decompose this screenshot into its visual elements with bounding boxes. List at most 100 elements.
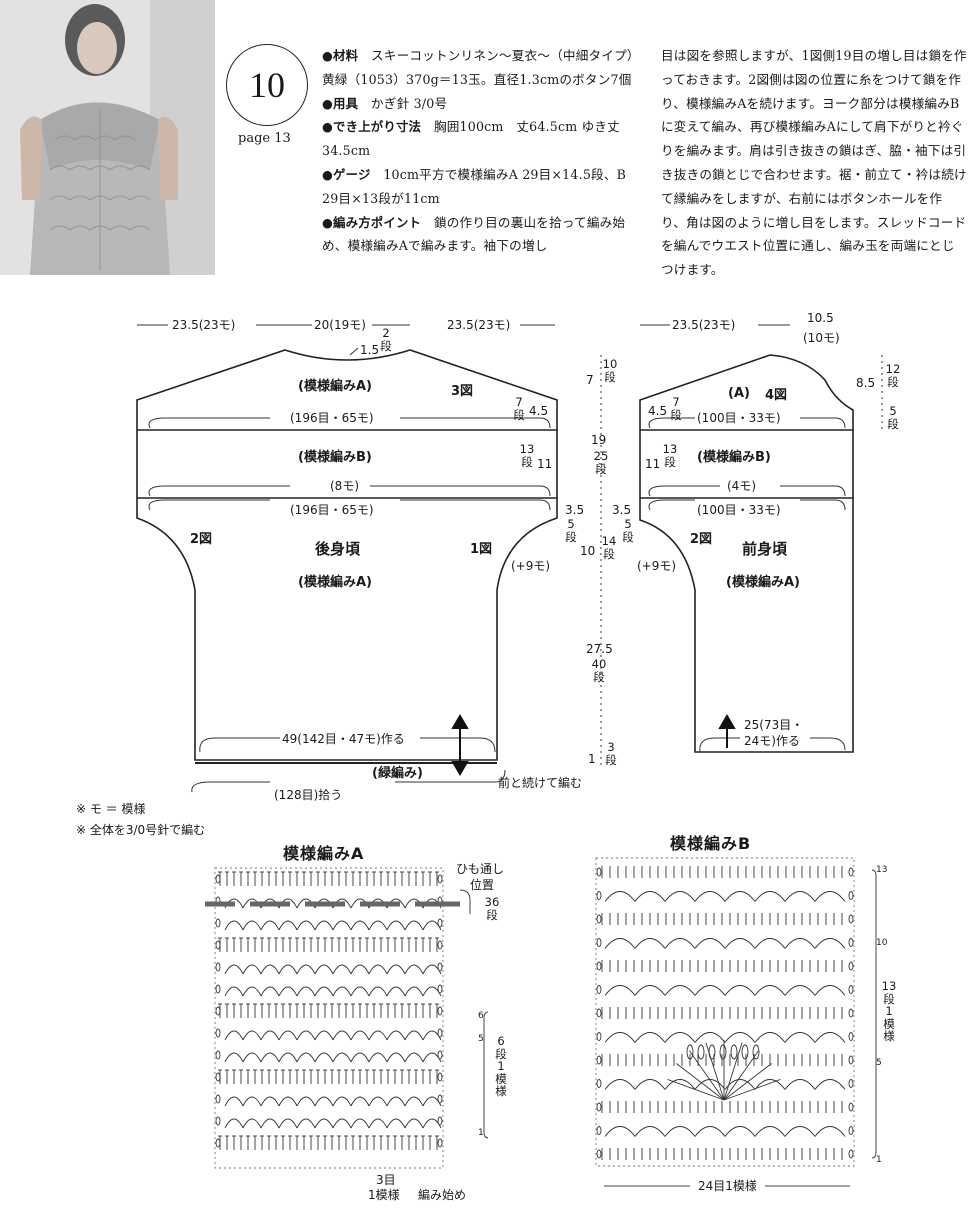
front-curve-cm: 3.5 <box>612 503 632 517</box>
tools-head: ●用具 <box>322 95 359 111</box>
chart-a-symbols <box>215 871 443 1150</box>
back-plus-motifs: (+9モ) <box>511 559 551 573</box>
page-reference: page 13 <box>238 131 291 146</box>
back-curve-cm: 3.5 <box>565 503 585 517</box>
center-seg2-cm: 19 <box>591 433 607 447</box>
back-b-motifs: (8モ) <box>330 479 359 493</box>
tools-line: ●用具 かぎ針 3/0号 <box>322 92 634 116</box>
chart-b-title: 模様編みB <box>670 834 752 853</box>
tools-text: かぎ針 3/0号 <box>358 95 448 111</box>
back-b-rows: 13段 <box>519 442 535 469</box>
back-fig1: 1図 <box>470 542 493 557</box>
front-cast-on-1: 25(73目・ <box>744 718 804 732</box>
back-continue-front: 前と続けて編む <box>498 776 583 790</box>
center-seg2-rows: 25段 <box>593 449 609 476</box>
front-stitches-mid: (100目・33モ) <box>697 503 781 517</box>
back-picked: (128目)拾う <box>274 788 343 802</box>
chart-a-cord-1: ひも通し <box>456 862 505 876</box>
front-body-outline <box>639 354 854 753</box>
front-pattern-a-body: (模様編みA) <box>726 575 800 590</box>
chart-a-repeat-rows: 6段1模様 <box>495 1034 507 1098</box>
front-neck-rows1: 12段 <box>885 362 901 389</box>
front-dim-right-cm: 10.5 <box>807 311 834 325</box>
back-cast-on: 49(142目・47モ)作る <box>282 732 405 746</box>
chart-a-row-1: 1 <box>478 1128 484 1138</box>
chart-a-start: 編み始め <box>418 1188 467 1202</box>
instructions-column-2: 目は図を参照しますが、1図側19目の増し目は鎖を作っておきます。2図側は図の位置… <box>661 48 967 278</box>
gauge-line: ●ゲージ 10cm平方で模様編みA 29目×14.5段、B 29目×13段が11… <box>322 163 634 211</box>
back-neck-rows: 2段 <box>380 326 392 353</box>
center-seg5-rows: 3段 <box>605 740 617 767</box>
points-head: ●編み方ポイント <box>322 214 422 230</box>
back-fig3: 3図 <box>451 384 474 399</box>
size-line: ●でき上がり寸法 胸囲100cm 丈64.5cm ゆき丈34.5cm <box>322 115 634 163</box>
front-pattern-b: (模様編みB) <box>697 450 771 465</box>
materials-head: ●材料 <box>322 48 359 63</box>
model-photo-illustration <box>0 0 215 275</box>
front-neck-rows2: 5段 <box>887 404 899 431</box>
front-fig2: 2図 <box>690 532 713 547</box>
instructions-column-1: ●材料 スキーコットンリネン～夏衣～（中細タイプ）黄緑（1053）370g＝13… <box>322 44 634 258</box>
back-stitches-mid: (196目・65モ) <box>290 503 374 517</box>
center-seg1-rows: 10段 <box>602 357 618 384</box>
chart-b-row-1: 1 <box>876 1155 882 1165</box>
front-dim-left: 23.5(23モ) <box>672 318 736 332</box>
gauge-text: 10cm平方で模様編みA 29目×14.5段、B 29目×13段が11cm <box>322 166 627 206</box>
note-hook: ※ 全体を3/0号針で編む <box>76 823 206 837</box>
front-shoulder-rows: 7段 <box>670 395 682 422</box>
back-edging: (緑編み) <box>372 766 423 781</box>
front-plus-motifs: (+9モ) <box>637 559 677 573</box>
back-pattern-a-top: (模様編みA) <box>298 379 372 394</box>
chart-b-row-5: 5 <box>876 1058 882 1068</box>
back-stitches-top: (196目・65モ) <box>290 411 374 425</box>
center-seg4-rows: 40段 <box>591 657 607 684</box>
front-neck-cm: 8.5 <box>856 376 876 390</box>
back-body-outline <box>136 349 558 761</box>
back-shoulder-rows: 7段 <box>513 395 525 422</box>
chart-b-grid <box>595 857 855 1167</box>
size-head: ●でき上がり寸法 <box>322 119 422 135</box>
front-shoulder-cm: 4.5 <box>648 404 668 418</box>
chart-a-st-2: 1模様 <box>368 1188 400 1202</box>
chart-b-symbols <box>596 866 854 1160</box>
model-photo <box>0 0 215 275</box>
center-seg3-cm: 10 <box>580 544 596 558</box>
front-b-rows: 13段 <box>662 442 678 469</box>
front-cast-on-2: 24モ)作る <box>744 734 800 748</box>
center-seg3-rows: 14段 <box>601 534 617 561</box>
chart-a-grid <box>214 867 444 1169</box>
chart-a-title: 模様編みA <box>283 844 365 863</box>
chart-a-cord-2: 位置 <box>470 878 495 892</box>
front-b-cm: 11 <box>645 457 661 471</box>
chart-a-cord-rows: 36段 <box>484 895 500 922</box>
chart-a-row-6: 6 <box>478 1011 484 1021</box>
back-fig2: 2図 <box>190 532 213 547</box>
size-text: 胸囲100cm 丈64.5cm ゆき丈34.5cm <box>322 119 620 159</box>
chart-b-row-13: 13 <box>876 865 888 875</box>
note-motif: ※ モ ＝ 模様 <box>76 802 146 816</box>
back-dim-right: 23.5(23モ) <box>447 318 511 332</box>
back-neck-depth: 1.5 <box>360 343 380 357</box>
back-dim-center: 20(19モ) <box>314 318 366 332</box>
points-text: 鎖の作り目の裏山を拾って編み始め、模様編みAで編みます。袖下の増し <box>322 214 626 254</box>
center-seg5-cm: 1 <box>588 752 596 766</box>
back-curve-rows: 5段 <box>565 517 577 544</box>
back-dim-left: 23.5(23モ) <box>172 318 236 332</box>
back-pattern-b: (模様編みB) <box>298 450 372 465</box>
front-curve-rows: 5段 <box>622 517 634 544</box>
chart-a-row-5: 5 <box>478 1034 484 1044</box>
center-seg4-cm: 27.5 <box>586 642 613 656</box>
front-a-label: (A) <box>728 386 750 401</box>
chart-b-row-10: 10 <box>876 938 888 948</box>
points-line: ●編み方ポイント 鎖の作り目の裏山を拾って編み始め、模様編みAで編みます。袖下の… <box>322 211 634 259</box>
chart-b-st-repeat: 24目1模様 <box>698 1179 757 1193</box>
back-pattern-a-body: (模様編みA) <box>298 575 372 590</box>
gauge-head: ●ゲージ <box>322 166 371 182</box>
pattern-diagram: 23.5(23モ) 20(19モ) 23.5(23モ) 2段 1.5 (模様編み… <box>0 300 979 1219</box>
pattern-number: 10 <box>226 44 308 126</box>
diagram-lines <box>136 324 883 1187</box>
materials-line: ●材料 スキーコットンリネン～夏衣～（中細タイプ）黄緑（1053）370g＝13… <box>322 44 634 92</box>
center-seg1-cm: 7 <box>586 373 594 387</box>
front-dim-right-motif: (10モ) <box>803 331 840 345</box>
back-b-cm: 11 <box>537 457 553 471</box>
